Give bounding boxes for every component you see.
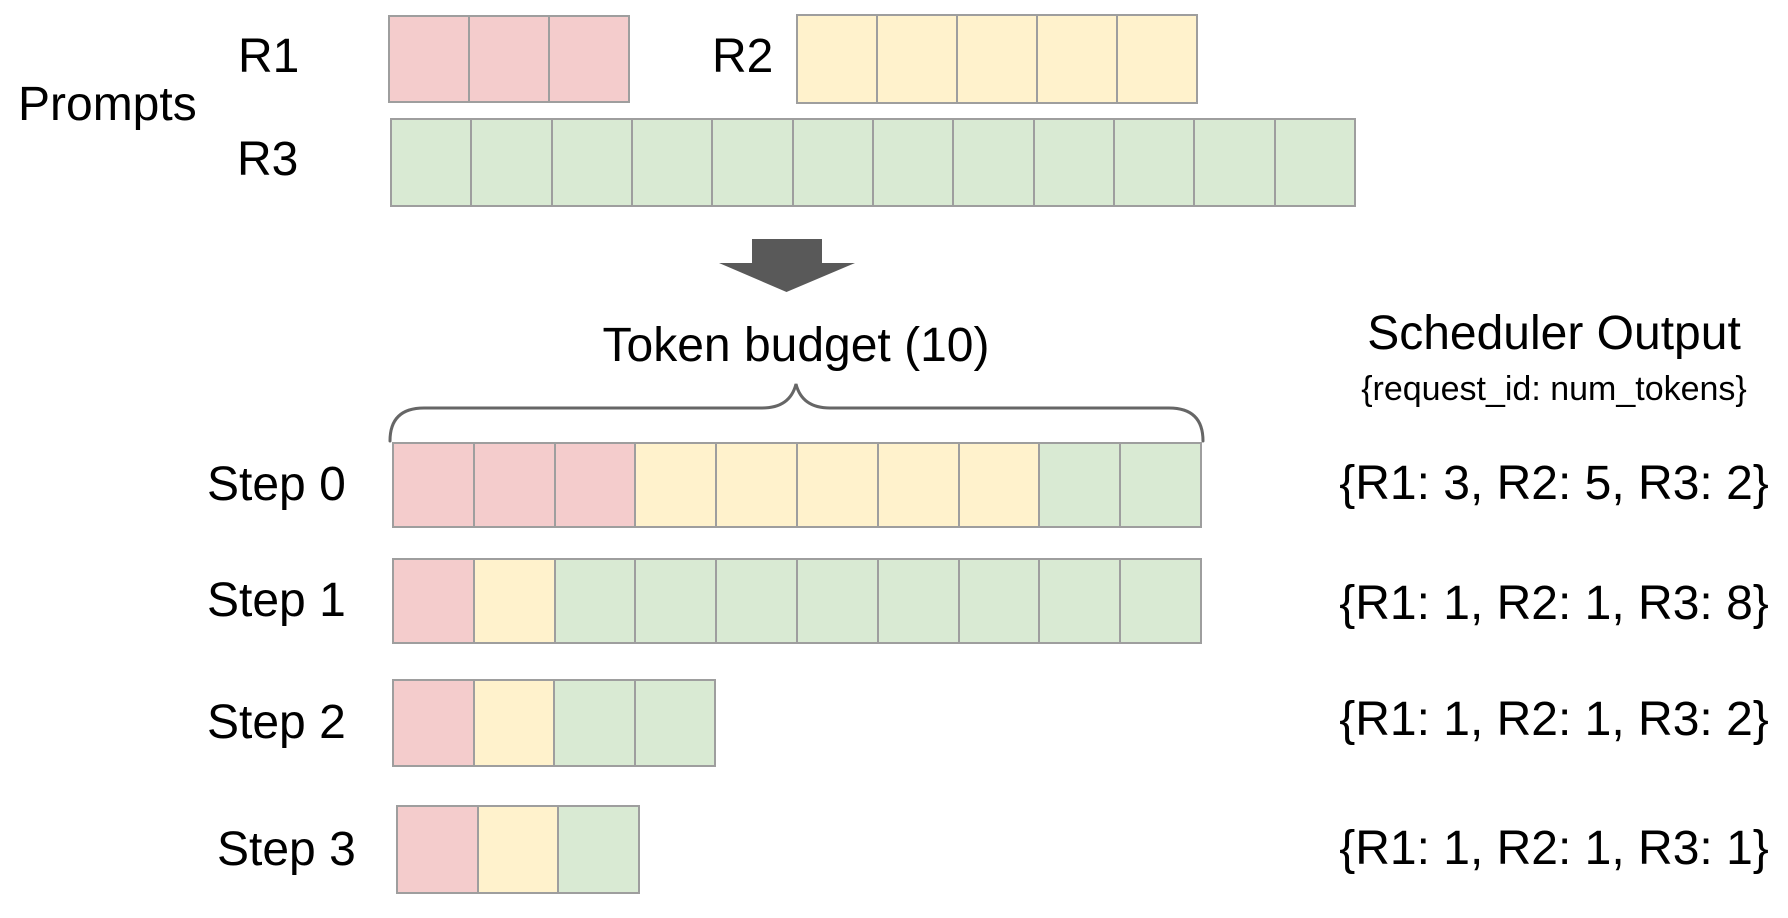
- step-1-label: Step 1: [207, 574, 346, 627]
- token-cell-r3: [1119, 444, 1200, 526]
- token-cell-r1: [553, 444, 635, 526]
- token-cell-r3: [1112, 120, 1194, 205]
- token-cell-r1: [390, 17, 468, 101]
- token-cell-r3: [553, 560, 635, 642]
- step-3-label: Step 3: [217, 823, 356, 876]
- step-0-row: [392, 442, 1202, 528]
- token-cell-r3: [795, 560, 877, 642]
- token-cell-r2: [715, 444, 796, 526]
- scheduler-output-step-1: {R1: 1, R2: 1, R3: 8}: [1339, 577, 1769, 630]
- token-cell-r1: [468, 17, 548, 101]
- token-cell-r3: [876, 560, 958, 642]
- token-cell-r2: [1116, 16, 1196, 102]
- token-cell-r3: [1038, 560, 1120, 642]
- token-cell-r1: [548, 17, 628, 101]
- token-cell-r3: [791, 120, 872, 205]
- token-cell-r2: [798, 16, 876, 102]
- token-budget-label: Token budget (10): [602, 319, 990, 372]
- token-cell-r3: [1038, 444, 1120, 526]
- scheduler-output-step-3: {R1: 1, R2: 1, R3: 1}: [1339, 822, 1769, 875]
- scheduler-output-title: Scheduler Output: [1367, 307, 1741, 360]
- token-cell-r2: [476, 807, 558, 892]
- step-1-row: [392, 558, 1202, 644]
- token-cell-r2: [634, 444, 716, 526]
- request-r1-label: R1: [238, 30, 300, 83]
- token-cell-r2: [472, 560, 554, 642]
- token-cell-r1: [394, 444, 473, 526]
- token-cell-r2: [957, 444, 1039, 526]
- token-cell-r1: [472, 444, 554, 526]
- scheduler-output-step-2: {R1: 1, R2: 1, R3: 2}: [1339, 693, 1769, 746]
- token-cell-r3: [957, 560, 1039, 642]
- step-3-row: [396, 805, 640, 894]
- token-cell-r3: [392, 120, 471, 205]
- request-r3-label: R3: [237, 133, 299, 186]
- token-cell-r2: [1036, 16, 1116, 102]
- prompt-row-r2: [796, 14, 1198, 104]
- token-cell-r3: [1273, 120, 1354, 205]
- token-cell-r2: [795, 444, 877, 526]
- token-cell-r3: [550, 120, 631, 205]
- token-cell-r2: [956, 16, 1036, 102]
- token-cell-r3: [630, 120, 712, 205]
- token-cell-r1: [394, 681, 473, 765]
- request-r2-label: R2: [712, 30, 774, 83]
- token-cell-r3: [557, 807, 639, 892]
- token-cell-r3: [470, 120, 551, 205]
- prompt-row-r1: [388, 15, 630, 103]
- down-arrow-icon: [719, 239, 855, 292]
- token-cell-r3: [715, 560, 796, 642]
- step-0-label: Step 0: [207, 458, 346, 511]
- token-cell-r1: [398, 807, 477, 892]
- scheduler-output-subtitle: {request_id: num_tokens}: [1361, 370, 1747, 408]
- token-cell-r3: [634, 560, 716, 642]
- token-cell-r2: [876, 444, 958, 526]
- prompts-label: Prompts: [18, 78, 197, 131]
- prompt-row-r3: [390, 118, 1356, 207]
- token-cell-r3: [1032, 120, 1113, 205]
- token-cell-r3: [952, 120, 1033, 205]
- token-cell-r1: [394, 560, 473, 642]
- token-cell-r2: [472, 681, 553, 765]
- token-cell-r3: [1119, 560, 1200, 642]
- token-cell-r3: [711, 120, 792, 205]
- token-budget-brace: [388, 383, 1205, 443]
- token-cell-r3: [871, 120, 953, 205]
- token-cell-r3: [633, 681, 714, 765]
- token-cell-r3: [553, 681, 634, 765]
- token-cell-r3: [1193, 120, 1274, 205]
- scheduler-output-step-0: {R1: 3, R2: 5, R3: 2}: [1339, 457, 1769, 510]
- step-2-label: Step 2: [207, 696, 346, 749]
- step-2-row: [392, 679, 716, 767]
- token-cell-r2: [876, 16, 956, 102]
